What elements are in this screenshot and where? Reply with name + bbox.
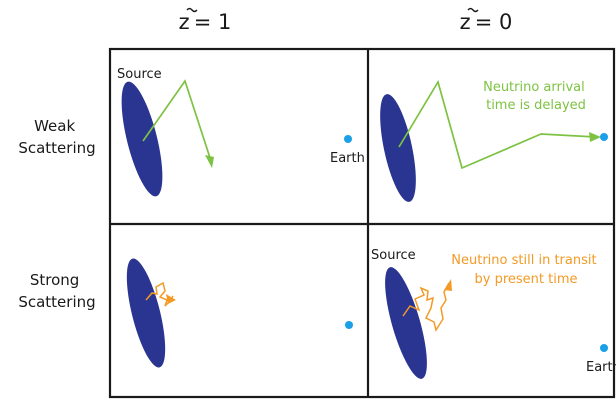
source-label-strong-z0: Source	[371, 248, 416, 263]
neutrino-path-weak-z1	[142, 79, 213, 165]
row-header-weak-line1: Weak	[34, 117, 75, 135]
arrowhead-weak-z1	[205, 155, 214, 168]
weak-note: Neutrino arrival time is delayed	[483, 80, 589, 113]
weak-note-line2: time is delayed	[486, 98, 586, 113]
earth-dot-strong-z0	[600, 344, 608, 352]
neutrino-path-strong-z0	[402, 282, 450, 332]
col-header-z0-var: z	[460, 10, 471, 34]
col-header-z1-var: z	[179, 10, 190, 34]
strong-note-line2: by present time	[475, 272, 578, 287]
earth-dot-strong-z1	[345, 321, 353, 329]
source-ellipse-weak-z1	[121, 81, 163, 197]
row-header-strong: Strong Scattering	[18, 271, 95, 311]
row-header-weak: Weak Scattering	[18, 117, 95, 157]
col-header-z1-value: = 1	[194, 10, 232, 34]
strong-note: Neutrino still in transit by present tim…	[451, 253, 600, 287]
neutrino-path-strong-z1	[145, 281, 174, 307]
earth-dot-weak-z0	[600, 133, 608, 141]
earth-label-weak-z1: Earth	[330, 151, 365, 166]
weak-note-line1: Neutrino arrival	[483, 80, 585, 95]
col-header-z1-tilde	[186, 7, 198, 13]
source-ellipse-strong-z0	[385, 267, 427, 379]
row-header-strong-line1: Strong	[30, 271, 79, 289]
row-header-weak-line2: Scattering	[18, 139, 95, 157]
arrowhead-strong-z0	[444, 279, 452, 291]
source-ellipse-strong-z1	[126, 258, 166, 368]
col-header-z0: z= 0	[460, 10, 513, 34]
strong-note-line1: Neutrino still in transit	[451, 253, 596, 268]
col-header-z1: z= 1	[179, 10, 232, 34]
earth-dot-weak-z1	[344, 135, 352, 143]
earth-label-strong-z0: Earth	[586, 360, 616, 375]
source-ellipse-weak-z0	[380, 94, 416, 202]
neutrino-path-weak-z0	[398, 79, 597, 170]
source-label-weak-z1: Source	[117, 67, 162, 82]
col-header-z0-tilde	[467, 7, 479, 13]
arrowhead-strong-z1	[166, 294, 176, 304]
col-header-z0-value: = 0	[475, 10, 513, 34]
arrowhead-weak-z0	[589, 132, 601, 142]
row-header-strong-line2: Scattering	[18, 293, 95, 311]
